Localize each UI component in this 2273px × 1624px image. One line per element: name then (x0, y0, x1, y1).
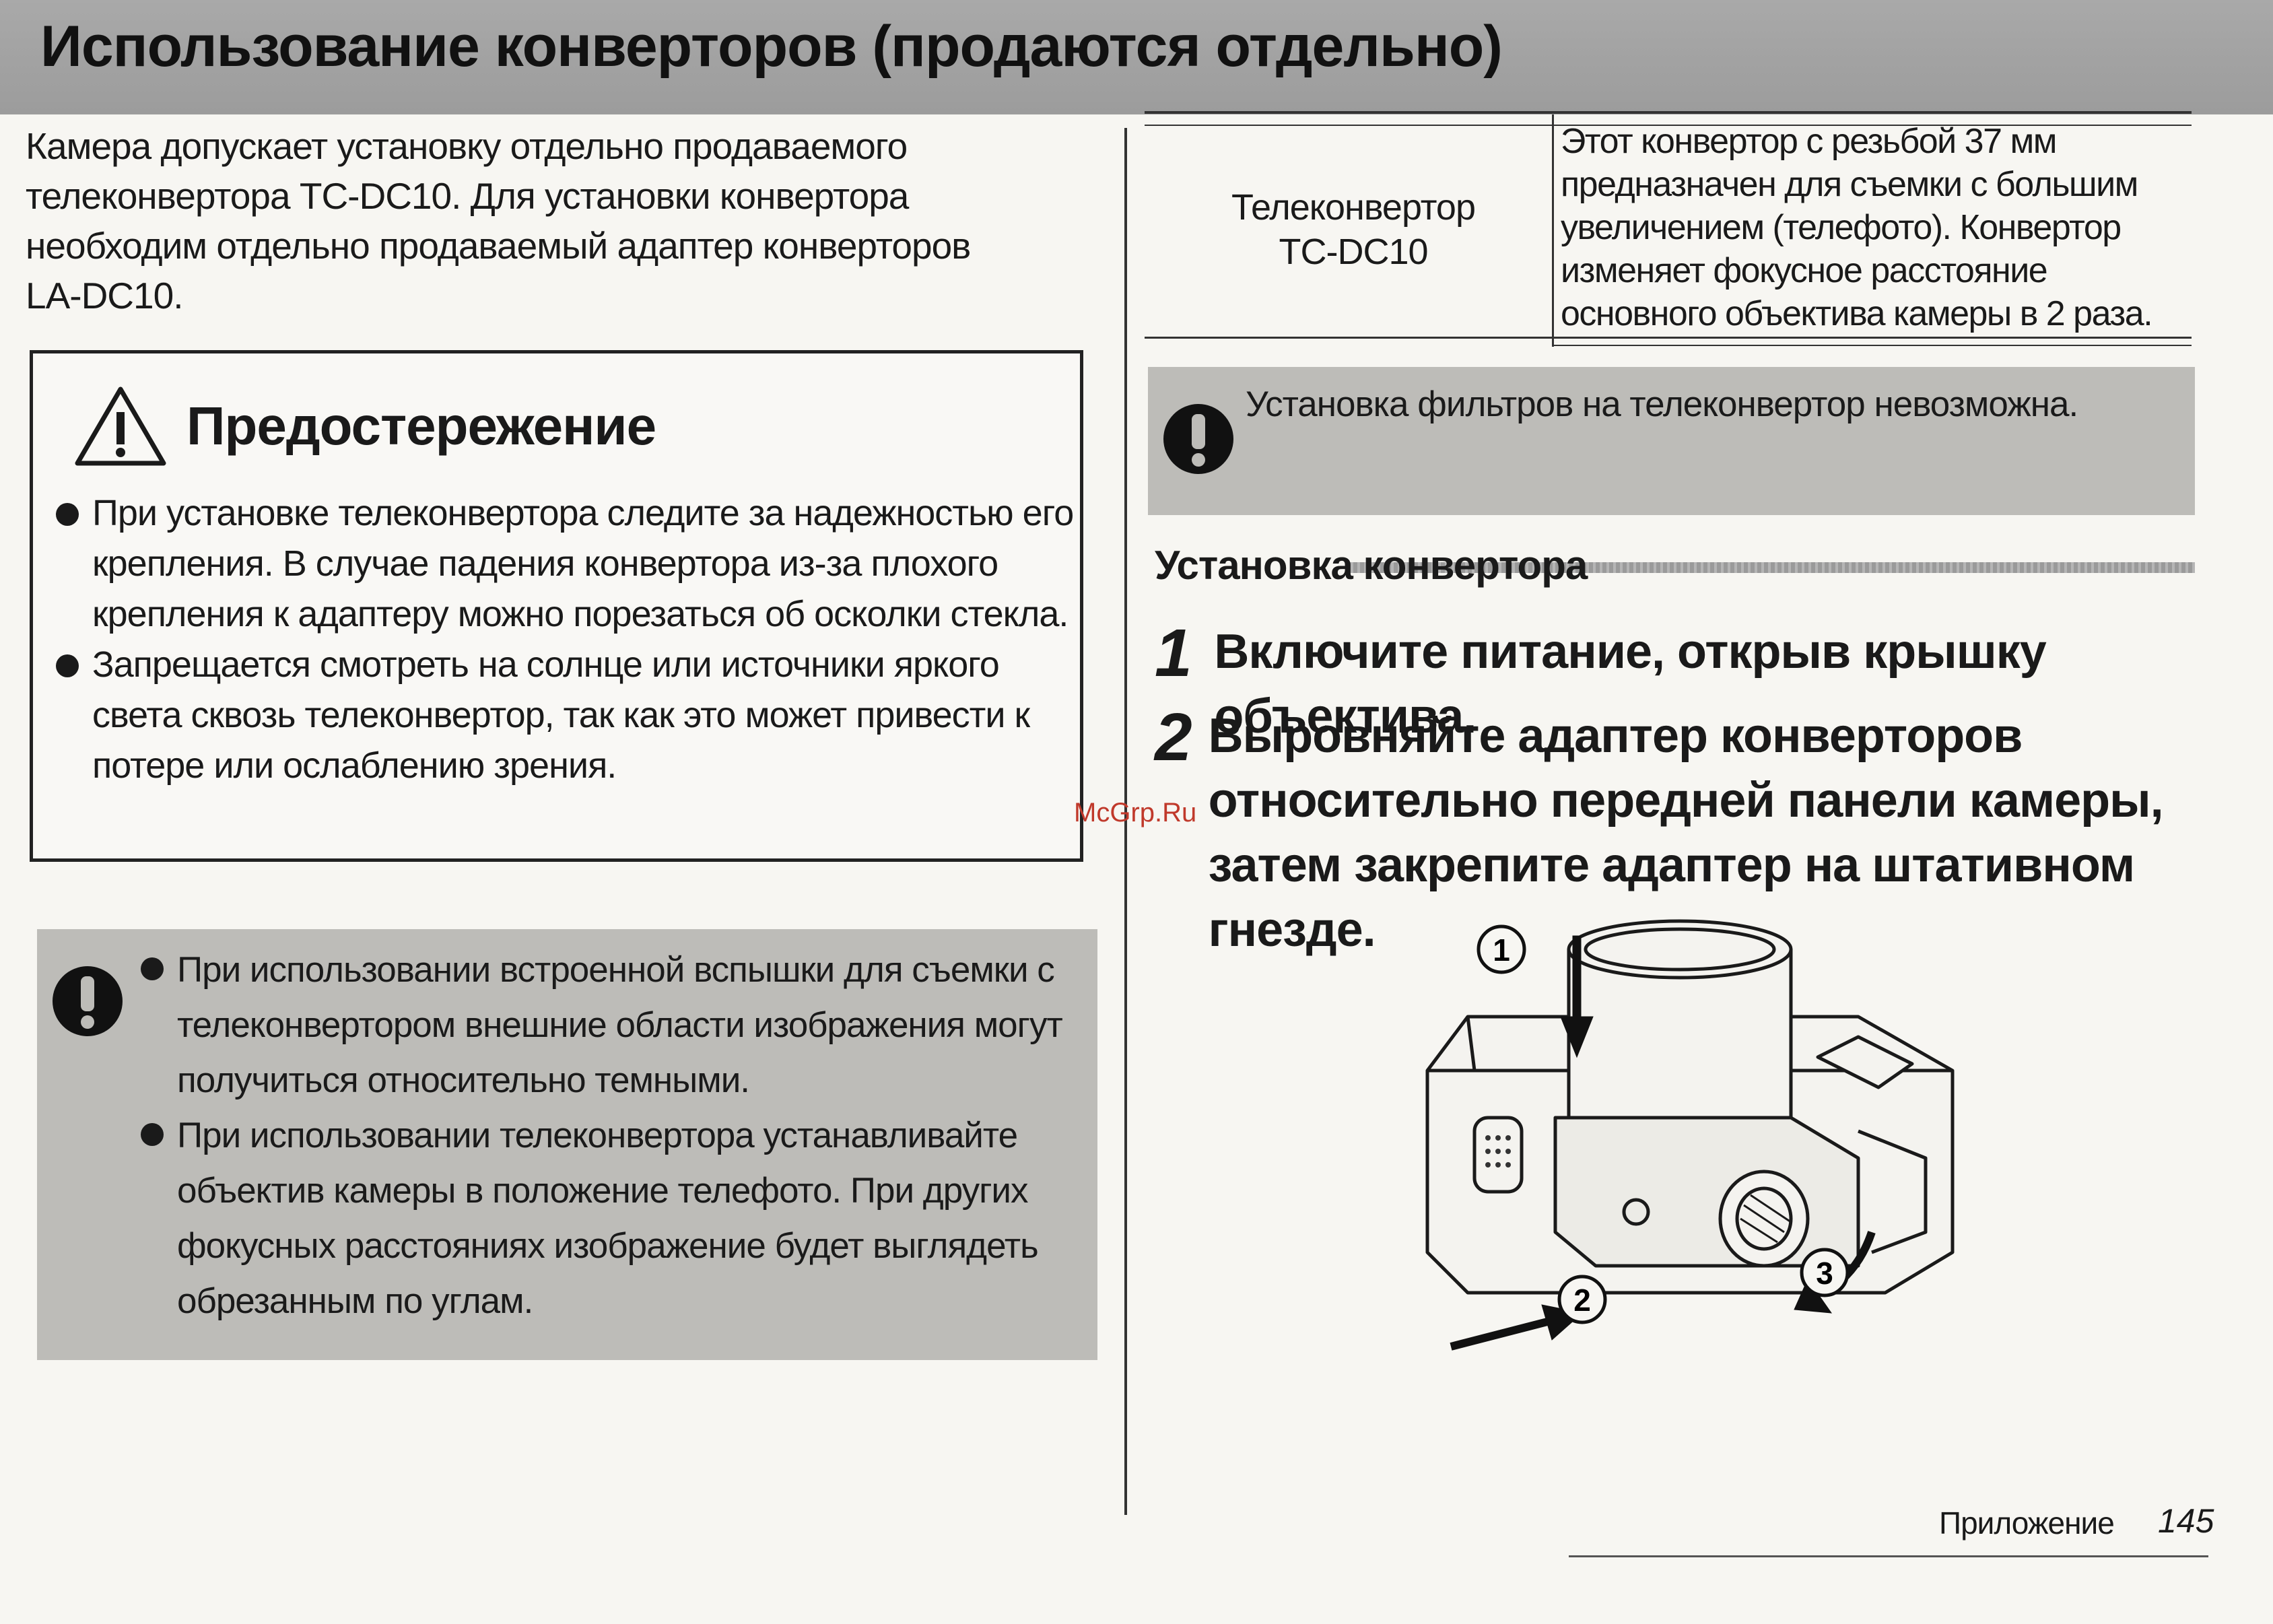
caution-box: Предостережение При установке телеконвер… (30, 350, 1083, 862)
caution-list: При установке телеконвертора следите за … (53, 488, 1077, 791)
step-text: Выровняйте адаптер конверторов относител… (1208, 709, 2164, 957)
note-item: При использовании встроенной вспышки для… (138, 943, 1087, 1108)
spec-name-line2: TC-DC10 (1279, 232, 1428, 272)
caution-item: Запрещается смотреть на солнце или источ… (53, 640, 1077, 791)
page-number: 145 (2158, 1502, 2214, 1540)
footer-section: Приложение (1939, 1505, 2115, 1541)
intro-line: LA-DC10. (26, 275, 183, 316)
table-rule-top (1145, 111, 2192, 114)
table-rule-mid (1552, 114, 1554, 347)
subheading-rule (1347, 562, 2195, 573)
intro-line: Камера допускает установку отдельно прод… (26, 125, 908, 167)
spec-name: Телеконвертор TC-DC10 (1145, 185, 1562, 274)
callout-3: 3 (1816, 1256, 1833, 1291)
table-rule-bottom (1145, 337, 2192, 339)
intro-line: телеконвертора TC-DC10. Для установки ко… (26, 175, 909, 217)
figure-callouts: 1 2 3 (1477, 924, 1850, 1324)
callout-2: 2 (1573, 1283, 1591, 1318)
filter-note-box: Установка фильтров на телеконвертор нево… (1148, 367, 2195, 515)
exclamation-icon (1163, 404, 1233, 474)
caution-item: При установке телеконвертора следите за … (53, 488, 1077, 640)
note-list: При использовании встроенной вспышки для… (138, 943, 1087, 1329)
exclamation-icon (53, 966, 123, 1036)
note-item: При использовании телеконвертора устанав… (138, 1108, 1087, 1329)
table-rule-bottom-inner (1552, 345, 2192, 346)
note-box: При использовании встроенной вспышки для… (37, 929, 1097, 1360)
install-heading: Установка конвертора (1155, 543, 1588, 588)
page-title: Использование конверторов (продаются отд… (40, 14, 1503, 79)
step-number: 1 (1155, 615, 1192, 691)
camera-adapter-illustration: 1 2 3 (1425, 919, 1955, 1351)
caution-header: Предостережение (73, 384, 656, 468)
callout-1: 1 (1493, 933, 1510, 968)
caution-title: Предостережение (186, 395, 656, 456)
intro-line: необходим отдельно продаваемый адаптер к… (26, 225, 971, 267)
footer-rule (1569, 1555, 2208, 1557)
step-number: 2 (1155, 700, 1192, 775)
column-divider (1124, 128, 1127, 1515)
table-rule-top-inner (1145, 125, 2192, 126)
intro-paragraph: Камера допускает установку отдельно прод… (26, 121, 1076, 320)
watermark[interactable]: McGrp.Ru (1074, 798, 1197, 827)
step-1: 1 Включите питание, открыв крышку объект… (1155, 619, 2232, 749)
warning-triangle-icon (75, 386, 166, 466)
step-2: 2 Выровняйте адаптер конверторов относит… (1155, 704, 2185, 962)
header-bar (0, 0, 2273, 114)
step-text: Включите питание, открыв крышку объектив… (1214, 625, 2046, 743)
spec-description: Этот конвертор с резьбой 37 мм предназна… (1561, 122, 2153, 333)
filter-note-text: Установка фильтров на телеконвертор нево… (1246, 384, 2078, 424)
spec-name-line1: Телеконвертор (1231, 187, 1476, 228)
